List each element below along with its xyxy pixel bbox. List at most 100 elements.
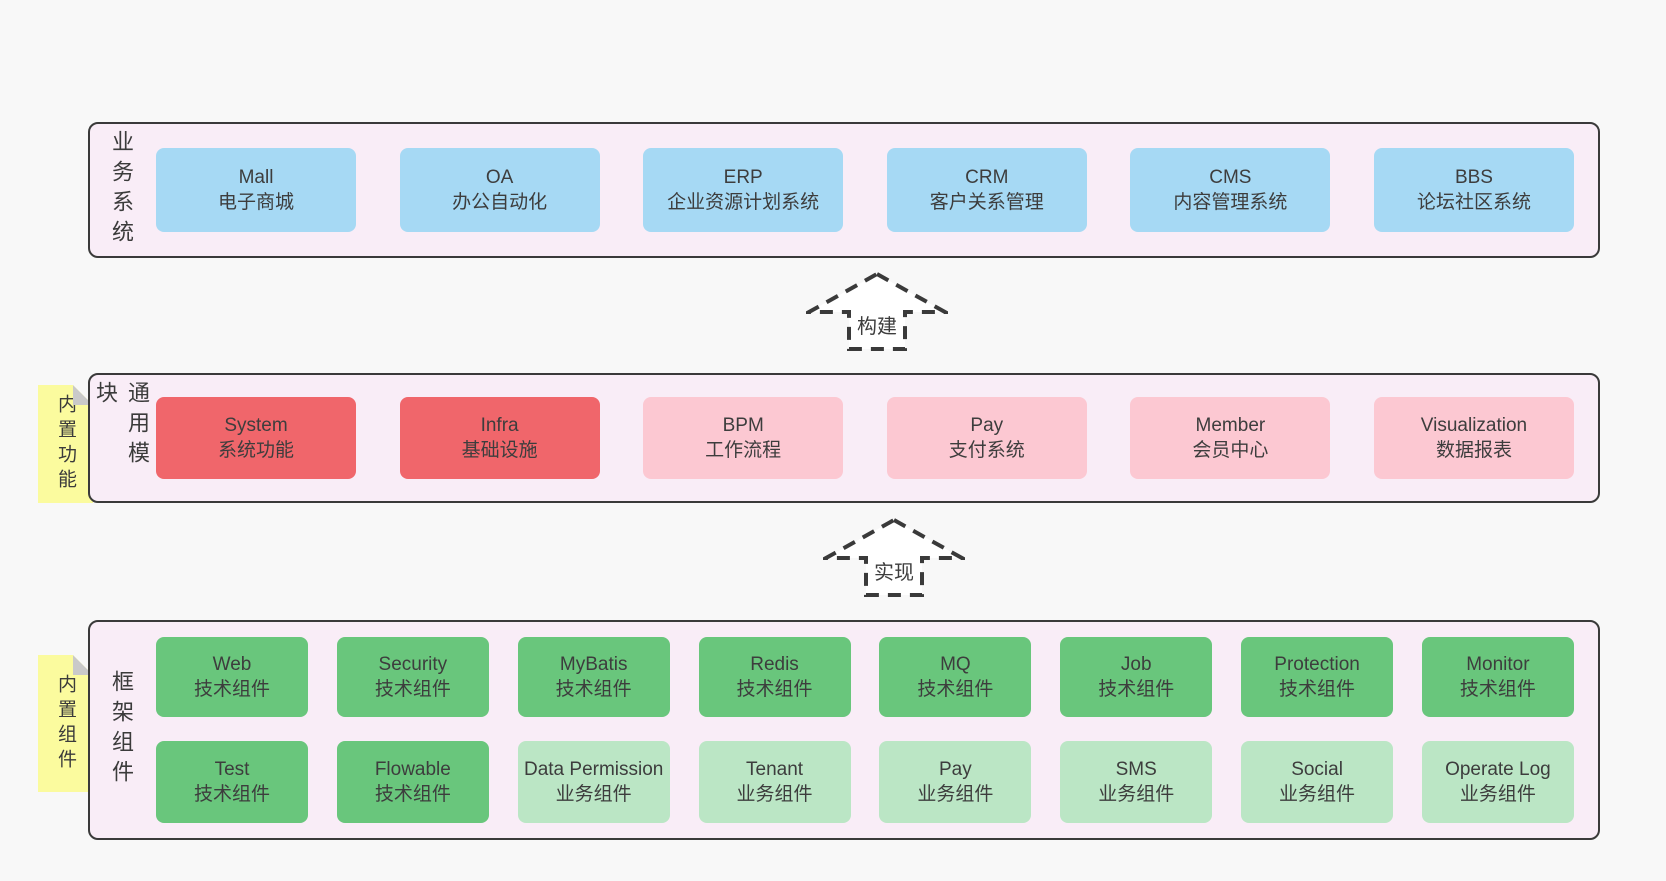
box-name: Operate Log [1445, 758, 1551, 780]
framework-components-panel: 框架组件 Web 技术组件 Security 技术组件 MyBatis 技术组件… [88, 620, 1600, 840]
implement-arrow-label: 实现 [871, 556, 917, 585]
common-modules-boxes: System 系统功能 Infra 基础设施 BPM 工作流程 Pay 支付系统… [142, 375, 1598, 501]
framework-row-1: Web 技术组件 Security 技术组件 MyBatis 技术组件 Redi… [156, 637, 1574, 717]
box-desc: 技术组件 [1098, 679, 1175, 700]
box-name: Security [378, 653, 448, 675]
box-web: Web 技术组件 [156, 637, 308, 717]
box-desc: 企业资源计划系统 [667, 192, 820, 213]
box-name: Web [212, 653, 252, 675]
box-operate-log: Operate Log 业务组件 [1421, 741, 1574, 823]
box-name: Social [1291, 758, 1343, 780]
box-desc: 数据报表 [1435, 440, 1512, 461]
box-name: Redis [750, 653, 799, 675]
box-name: System [224, 414, 288, 436]
box-name: BPM [722, 414, 764, 436]
box-bbs: BBS 论坛社区系统 [1373, 148, 1574, 232]
box-name: ERP [723, 166, 763, 188]
box-job: Job 技术组件 [1060, 637, 1213, 717]
box-desc: 办公自动化 [452, 192, 548, 213]
box-desc: 技术组件 [917, 679, 994, 700]
box-desc: 技术组件 [374, 679, 451, 700]
box-desc: 技术组件 [374, 784, 451, 805]
box-desc: 工作流程 [705, 440, 782, 461]
box-mybatis: MyBatis 技术组件 [517, 637, 670, 717]
box-system: System 系统功能 [156, 397, 356, 479]
framework-row-2: Test 技术组件 Flowable 技术组件 Data Permission … [156, 741, 1574, 823]
box-name: MQ [940, 653, 971, 675]
box-name: Pay [939, 758, 972, 780]
builtin-features-sticky: 内置功能 [38, 385, 93, 503]
box-desc: 技术组件 [1279, 679, 1356, 700]
box-name: Infra [480, 414, 519, 436]
box-desc: 技术组件 [736, 679, 813, 700]
box-name: BBS [1454, 166, 1493, 188]
box-name: SMS [1115, 758, 1157, 780]
box-pay-system: Pay 支付系统 [886, 397, 1087, 479]
builtin-components-label: 内置组件 [55, 673, 76, 774]
build-arrow-label: 构建 [854, 310, 900, 339]
business-systems-boxes: Mall 电子商城 OA 办公自动化 ERP 企业资源计划系统 CRM 客户关系… [142, 124, 1598, 256]
box-protection: Protection 技术组件 [1241, 637, 1394, 717]
box-name: Protection [1274, 653, 1360, 675]
box-name: Mall [238, 166, 274, 188]
business-systems-label: 业务系统 [109, 130, 134, 250]
box-mq: MQ 技术组件 [879, 637, 1032, 717]
box-oa: OA 办公自动化 [399, 148, 600, 232]
box-desc: 业务组件 [917, 784, 994, 805]
build-arrow-icon: 构建 [806, 270, 948, 352]
box-monitor: Monitor 技术组件 [1421, 637, 1574, 717]
builtin-components-sticky: 内置组件 [38, 655, 93, 792]
box-desc: 技术组件 [555, 679, 632, 700]
box-bpm: BPM 工作流程 [643, 397, 844, 479]
business-systems-panel: 业务系统 Mall 电子商城 OA 办公自动化 ERP 企业资源计划系统 CRM… [88, 122, 1600, 258]
common-modules-label: 通用模块 [93, 381, 150, 471]
box-desc: 论坛社区系统 [1416, 192, 1531, 213]
box-desc: 业务组件 [736, 784, 813, 805]
box-name: Test [214, 758, 250, 780]
box-security: Security 技术组件 [336, 637, 489, 717]
box-erp: ERP 企业资源计划系统 [643, 148, 844, 232]
box-redis: Redis 技术组件 [698, 637, 851, 717]
box-name: Pay [970, 414, 1004, 436]
box-name: MyBatis [559, 653, 628, 675]
box-desc: 业务组件 [1098, 784, 1175, 805]
box-desc: 内容管理系统 [1173, 192, 1288, 213]
box-desc: 业务组件 [1279, 784, 1356, 805]
box-desc: 电子商城 [217, 192, 294, 213]
box-name: Flowable [374, 758, 451, 780]
box-desc: 业务组件 [555, 784, 632, 805]
box-desc: 基础设施 [461, 440, 538, 461]
builtin-features-label: 内置功能 [55, 394, 76, 494]
box-name: CRM [965, 166, 1009, 188]
box-sms: SMS 业务组件 [1060, 741, 1213, 823]
box-desc: 技术组件 [1459, 679, 1536, 700]
box-social: Social 业务组件 [1241, 741, 1394, 823]
framework-components-rows: Web 技术组件 Security 技术组件 MyBatis 技术组件 Redi… [142, 622, 1598, 838]
box-flowable: Flowable 技术组件 [336, 741, 489, 823]
box-crm: CRM 客户关系管理 [886, 148, 1087, 232]
box-cms: CMS 内容管理系统 [1130, 148, 1331, 232]
box-desc: 系统功能 [217, 440, 294, 461]
box-name: Tenant [746, 758, 804, 780]
box-member: Member 会员中心 [1130, 397, 1331, 479]
box-name: Member [1195, 414, 1266, 436]
framework-components-label: 框架组件 [109, 670, 134, 790]
box-name: CMS [1209, 166, 1252, 188]
box-test: Test 技术组件 [156, 741, 308, 823]
box-name: OA [485, 166, 514, 188]
box-name: Monitor [1466, 653, 1530, 675]
box-name: Job [1120, 653, 1152, 675]
box-desc: 会员中心 [1192, 440, 1269, 461]
box-desc: 业务组件 [1459, 784, 1536, 805]
box-infra: Infra 基础设施 [399, 397, 600, 479]
box-mall: Mall 电子商城 [156, 148, 356, 232]
implement-arrow-icon: 实现 [823, 516, 965, 598]
box-visualization: Visualization 数据报表 [1373, 397, 1574, 479]
box-name: Data Permission [523, 758, 664, 780]
common-modules-panel: 通用模块 System 系统功能 Infra 基础设施 BPM 工作流程 Pay… [88, 373, 1600, 503]
box-desc: 技术组件 [193, 679, 270, 700]
box-desc: 技术组件 [193, 784, 270, 805]
box-name: Visualization [1420, 414, 1528, 436]
box-desc: 客户关系管理 [929, 192, 1044, 213]
box-desc: 支付系统 [948, 440, 1025, 461]
